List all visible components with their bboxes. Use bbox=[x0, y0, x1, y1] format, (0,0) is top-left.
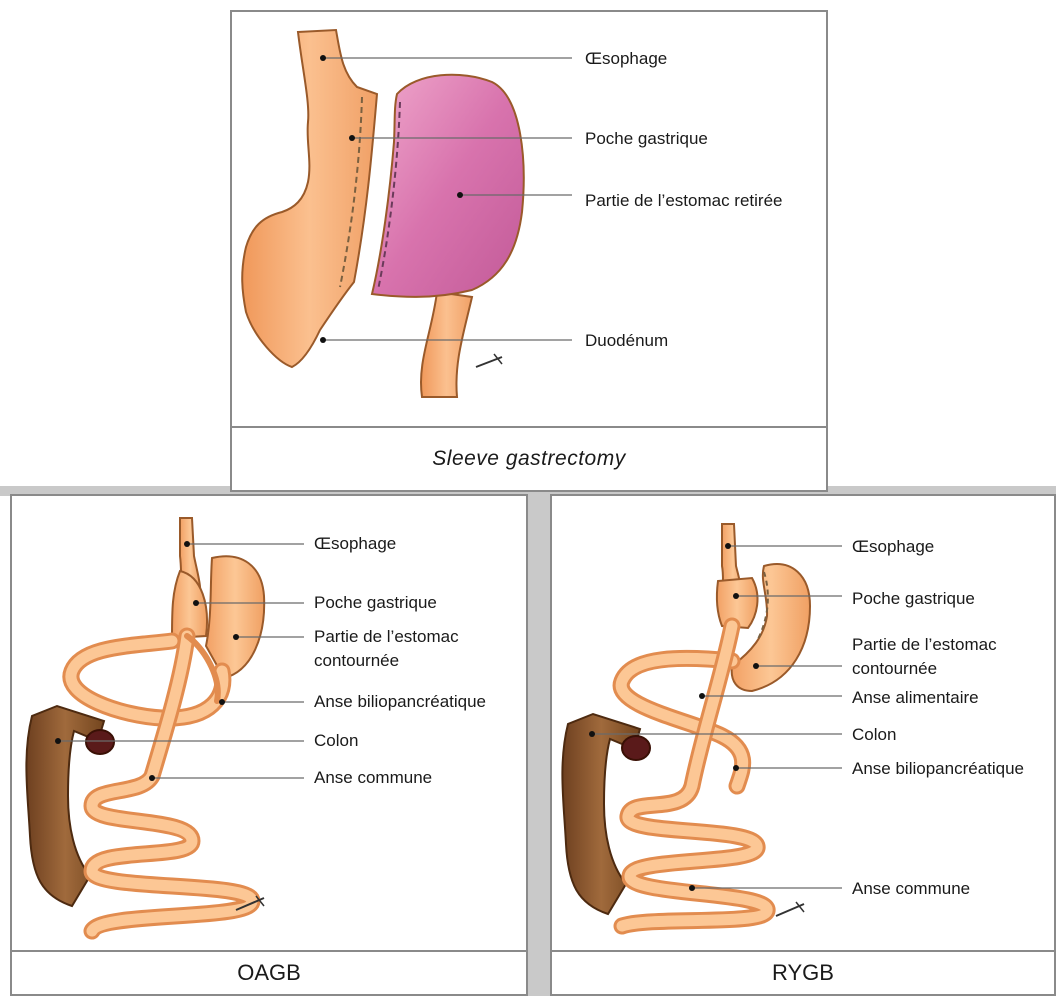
rygb-label-poche: Poche gastrique bbox=[852, 589, 975, 608]
sleeve-illustration: Œsophage Poche gastrique Partie de l’est… bbox=[232, 12, 826, 426]
rygb-label-contournee-1: Partie de l’estomac bbox=[852, 635, 997, 654]
label-duodenum: Duodénum bbox=[585, 331, 668, 350]
oagb-figure: Œsophage Poche gastrique Partie de l’est… bbox=[12, 496, 526, 952]
oagb-label-anse-commune: Anse commune bbox=[314, 768, 432, 787]
panel-sleeve-gastrectomy: Œsophage Poche gastrique Partie de l’est… bbox=[230, 10, 828, 492]
label-poche-gastrique: Poche gastrique bbox=[585, 129, 708, 148]
rygb-label-anse-bilio: Anse biliopancréatique bbox=[852, 759, 1024, 778]
rygb-label-oesophage: Œsophage bbox=[852, 537, 934, 556]
scalpel-icon bbox=[776, 902, 804, 916]
separator-vertical bbox=[527, 490, 551, 996]
oagb-label-contournee-1: Partie de l’estomac bbox=[314, 627, 459, 646]
caption-rygb: RYGB bbox=[552, 952, 1054, 994]
oagb-illustration: Œsophage Poche gastrique Partie de l’est… bbox=[12, 496, 526, 950]
oagb-label-anse-bilio: Anse biliopancréatique bbox=[314, 692, 486, 711]
oagb-label-contournee-2: contournée bbox=[314, 651, 399, 670]
panel-oagb: Œsophage Poche gastrique Partie de l’est… bbox=[10, 494, 528, 996]
rygb-label-contournee-2: contournée bbox=[852, 659, 937, 678]
colon-lumen bbox=[86, 730, 114, 754]
gastric-pouch bbox=[242, 30, 377, 367]
duodenum-tube bbox=[421, 292, 472, 397]
rygb-figure: Œsophage Poche gastrique Partie de l’est… bbox=[552, 496, 1054, 952]
oagb-label-oesophage: Œsophage bbox=[314, 534, 396, 553]
caption-sleeve: Sleeve gastrectomy bbox=[232, 428, 826, 490]
colon-lumen bbox=[622, 736, 650, 760]
label-partie-retiree: Partie de l’estomac retirée bbox=[585, 191, 782, 210]
oagb-label-colon: Colon bbox=[314, 731, 358, 750]
sleeve-figure: Œsophage Poche gastrique Partie de l’est… bbox=[232, 12, 826, 428]
panel-rygb: Œsophage Poche gastrique Partie de l’est… bbox=[550, 494, 1056, 996]
oagb-bypassed-stomach bbox=[206, 556, 264, 678]
caption-oagb: OAGB bbox=[12, 952, 526, 994]
label-oesophage: Œsophage bbox=[585, 49, 667, 68]
scalpel-icon bbox=[476, 354, 502, 367]
rygb-label-anse-commune: Anse commune bbox=[852, 879, 970, 898]
rygb-label-colon: Colon bbox=[852, 725, 896, 744]
rygb-label-anse-alimentaire: Anse alimentaire bbox=[852, 688, 979, 707]
oagb-label-poche: Poche gastrique bbox=[314, 593, 437, 612]
rygb-illustration: Œsophage Poche gastrique Partie de l’est… bbox=[552, 496, 1054, 950]
